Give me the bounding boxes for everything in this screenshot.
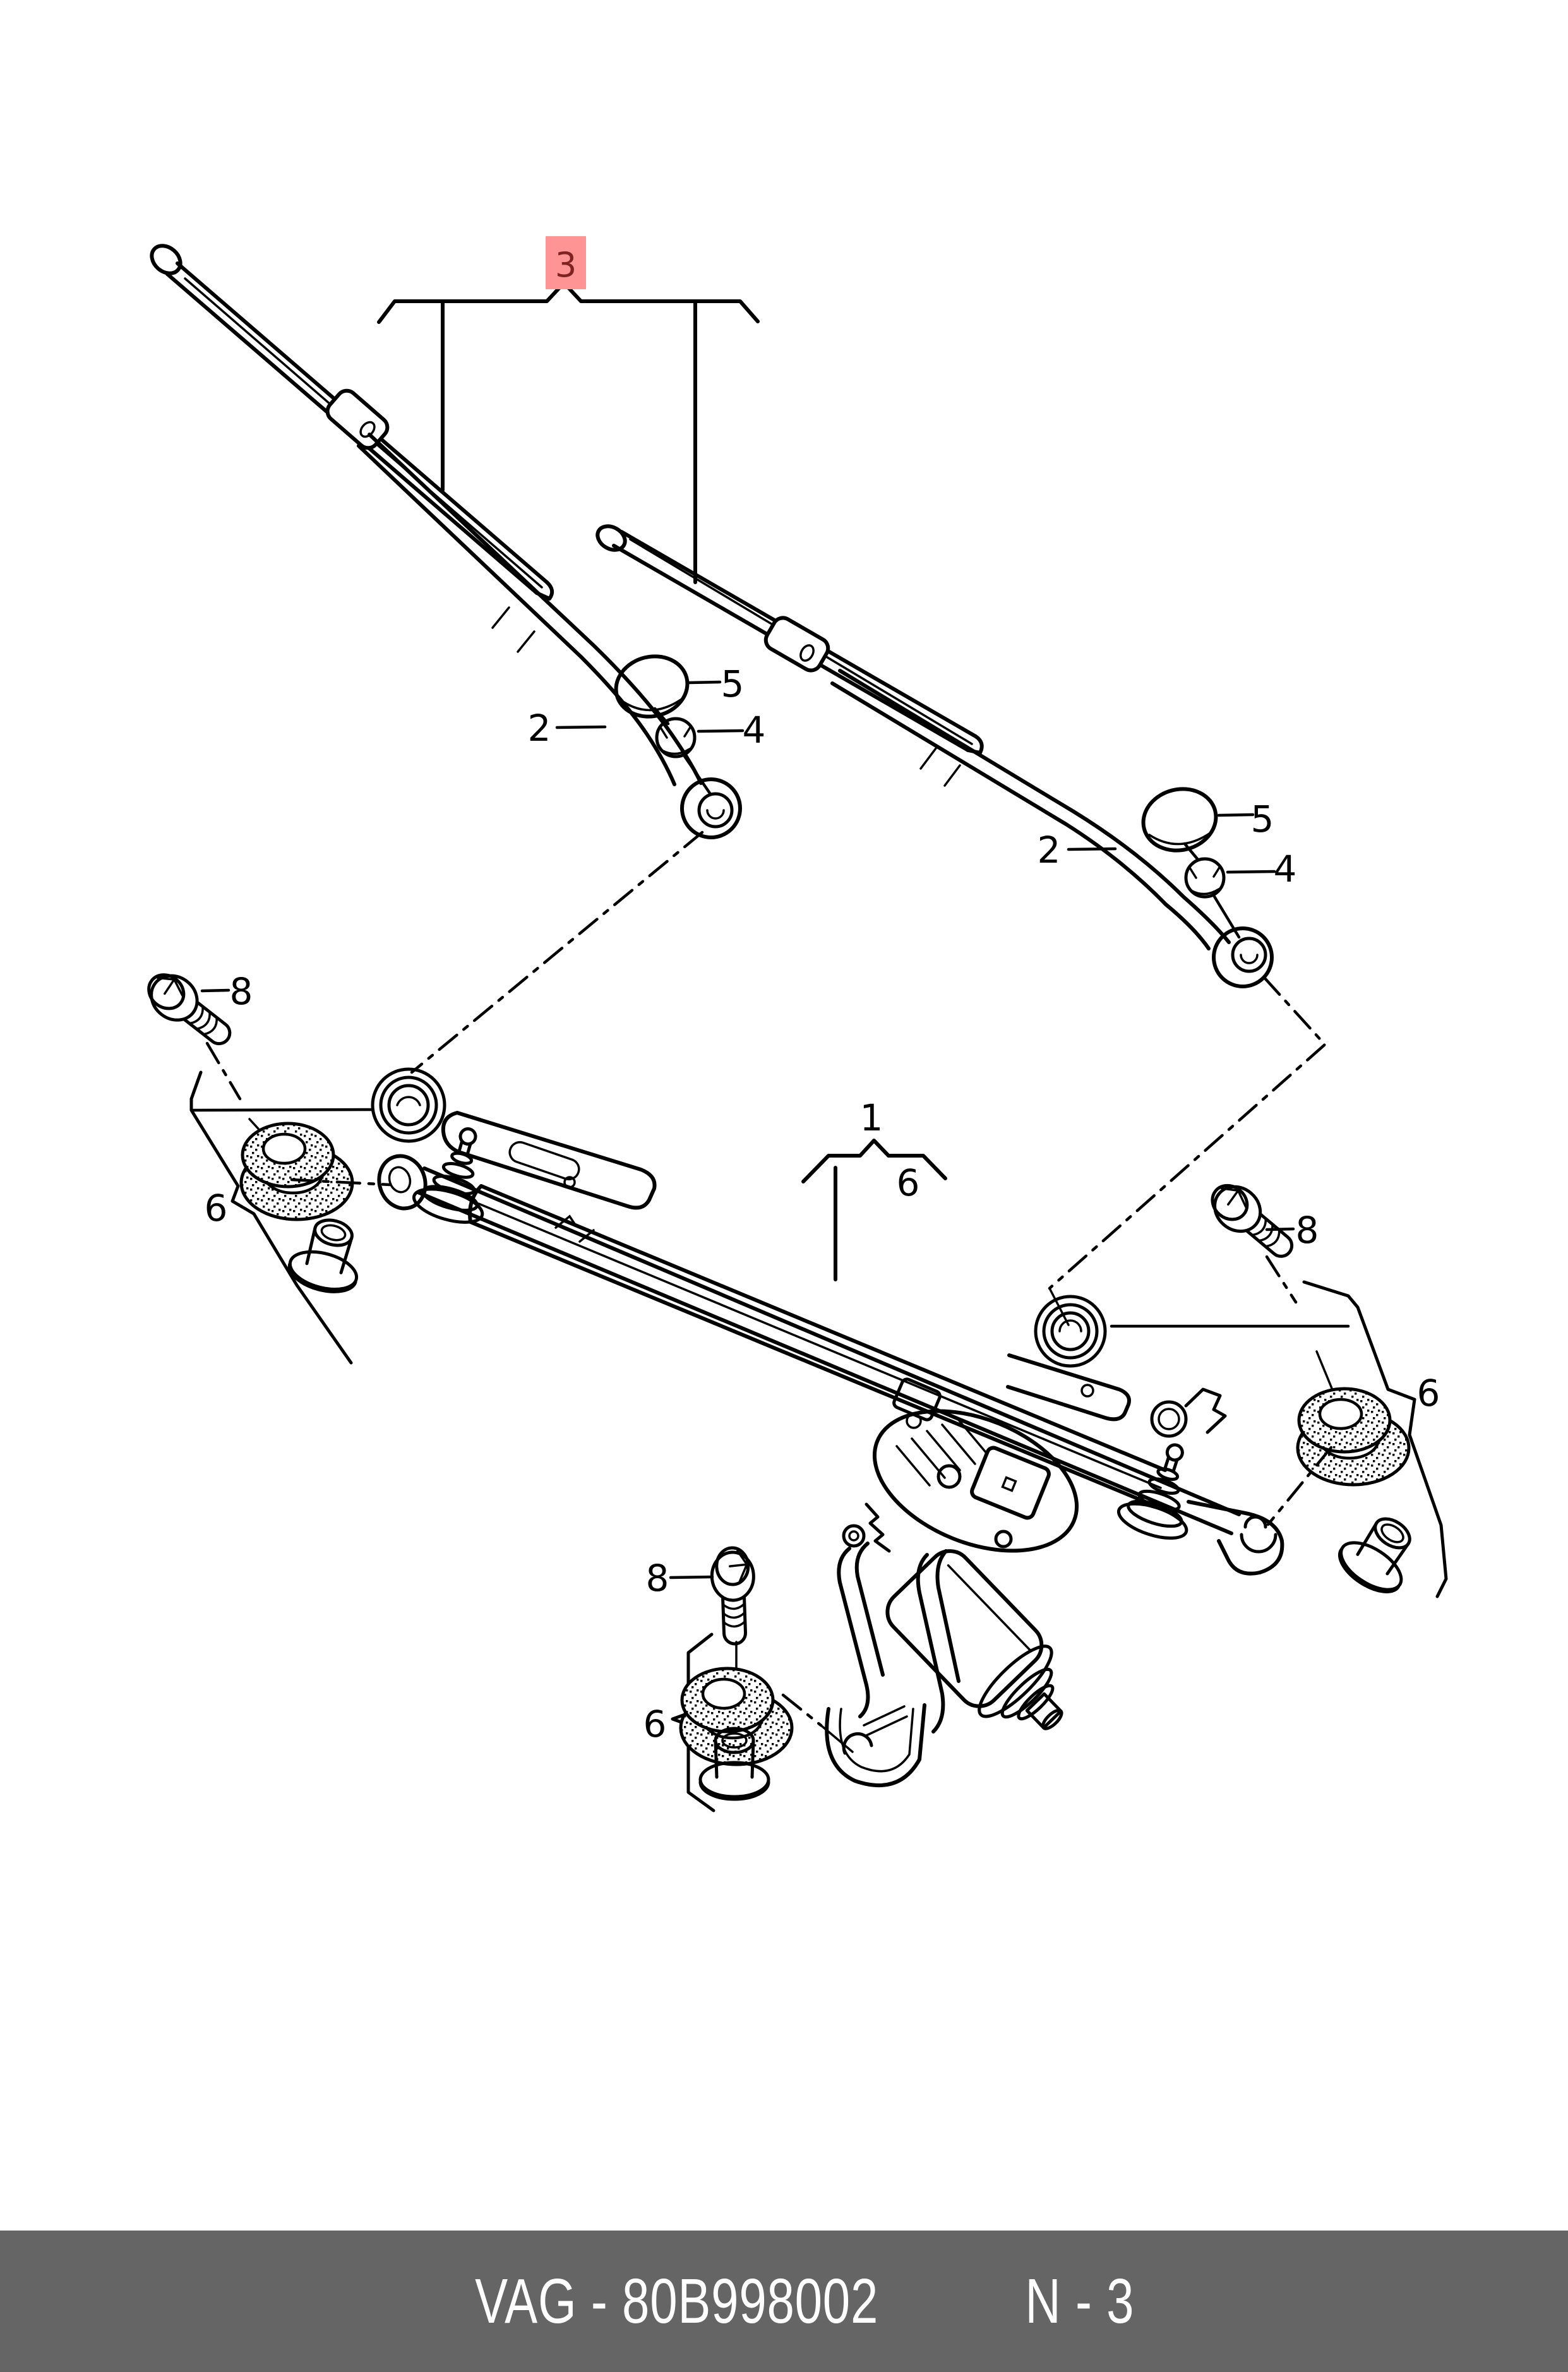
right-nut-4 — [1184, 857, 1226, 899]
right-wiper-blade — [595, 524, 984, 755]
footer-bar: VAG - 80B998002 N - 3 — [0, 2231, 1568, 2372]
callout-8-left[interactable]: 8 — [230, 970, 253, 1013]
catalog-code: VAG - 80B998002 — [475, 2265, 879, 2337]
callout-6-left[interactable]: 6 — [205, 1187, 228, 1230]
leader-arm-left-to-pivot — [410, 830, 704, 1074]
callout-1-label[interactable]: 1 — [860, 1096, 883, 1139]
callout-6-bottom[interactable]: 6 — [643, 1703, 667, 1746]
page-reference: N - 3 — [1025, 2265, 1135, 2337]
left-wiper-blade — [150, 244, 554, 601]
callout-2-left[interactable]: 2 — [528, 707, 551, 750]
callout-8-bottom[interactable]: 8 — [646, 1557, 669, 1600]
callout-5-right[interactable]: 5 — [1251, 798, 1274, 841]
right-mount-group — [1110, 1175, 1448, 1601]
left-mount-group — [139, 964, 392, 1365]
callout-8-right[interactable]: 8 — [1296, 1209, 1319, 1252]
callout-3-label[interactable]: 3 — [555, 245, 577, 285]
callout-2-right[interactable]: 2 — [1038, 829, 1061, 872]
leader-nut-to-arm-right — [1212, 894, 1241, 939]
leader-arm-right-to-pivot — [1048, 976, 1327, 1290]
leader-2-left — [555, 725, 607, 729]
leader-cap-to-nut-left — [653, 707, 670, 726]
left-nut-4 — [655, 717, 697, 758]
callout-4-right[interactable]: 4 — [1274, 848, 1297, 890]
callout-4-left[interactable]: 4 — [743, 709, 766, 752]
leader-5-left — [688, 680, 722, 685]
left-cap-5 — [614, 654, 690, 719]
left-wiper-arm — [357, 433, 742, 839]
callout-6-center[interactable]: 6 — [897, 1161, 920, 1204]
callout-3-bracket — [377, 281, 760, 584]
wiper-motor — [825, 1377, 1079, 1787]
linkage-frame — [371, 1067, 1284, 1576]
right-wiper-arm — [830, 669, 1274, 988]
callout-1-bracket — [801, 1139, 947, 1281]
leader-cap-to-nut-right — [1183, 842, 1199, 861]
leader-nut-to-arm-left — [682, 753, 712, 795]
callout-3-highlight[interactable] — [546, 236, 586, 289]
callout-6-right[interactable]: 6 — [1417, 1372, 1440, 1415]
right-cap-5 — [1141, 787, 1218, 853]
callout-5-left[interactable]: 5 — [721, 662, 745, 705]
bottom-mount-group — [669, 1547, 854, 1812]
